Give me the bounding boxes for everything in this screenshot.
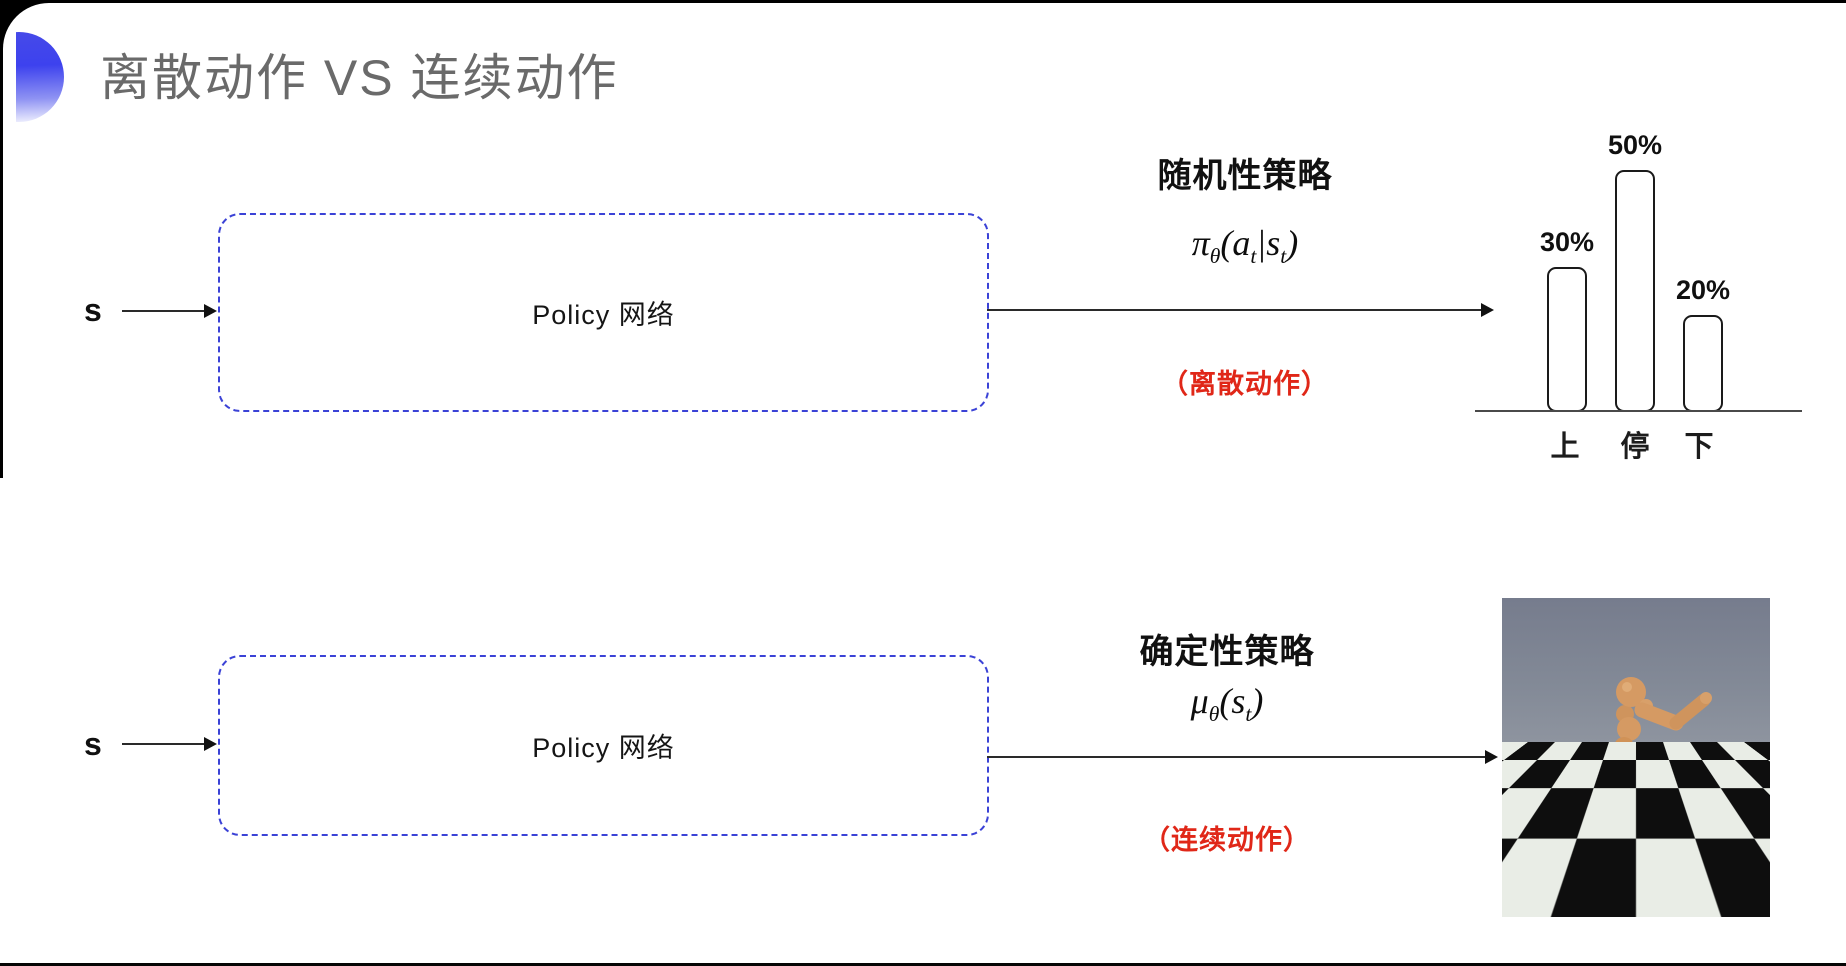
bottom-output-arrow <box>987 750 1498 764</box>
category-label-up: 上 <box>1550 431 1580 463</box>
formula-symbol-sub: θ <box>1209 244 1221 269</box>
deterministic-policy-formula: μθ(st) <box>1072 680 1382 727</box>
bar-stop <box>1615 170 1655 412</box>
action-probability-bar-chart: 30% 50% 20% 上 停 下 <box>1475 105 1805 465</box>
bottom-state-input-label: s <box>84 726 102 762</box>
formula-arg2-sub: t <box>1280 244 1287 269</box>
formula-close: ) <box>1286 223 1299 263</box>
top-policy-network-label: Policy 网络 <box>532 300 675 330</box>
stochastic-policy-formula: πθ(at|st) <box>1090 222 1400 269</box>
discrete-action-note: （离散动作） <box>1161 369 1329 399</box>
bar-up <box>1547 267 1587 412</box>
formula-close: ) <box>1251 681 1264 721</box>
deterministic-policy-label: 确定性策略 <box>1139 633 1315 671</box>
formula-symbol: π <box>1191 223 1210 263</box>
humanoid-simulation-image <box>1502 598 1770 917</box>
formula-arg1: s <box>1231 681 1246 721</box>
bar-value-label: 50% <box>1607 130 1663 160</box>
formula-arg2: s <box>1266 223 1281 263</box>
category-label-down: 下 <box>1684 431 1714 463</box>
title-bullet-clip <box>16 30 66 124</box>
top-input-arrow <box>122 304 217 318</box>
formula-symbol-sub: θ <box>1208 702 1220 727</box>
formula-bar: | <box>1256 223 1267 263</box>
bar-value-label: 30% <box>1539 227 1595 257</box>
formula-symbol: μ <box>1190 681 1209 721</box>
stochastic-policy-label: 随机性策略 <box>1157 157 1333 195</box>
category-label-stop: 停 <box>1620 431 1650 463</box>
top-output-arrow <box>987 303 1494 317</box>
frame-top-edge <box>0 0 1846 3</box>
top-policy-network-box: Policy 网络 <box>218 213 989 412</box>
formula-open: ( <box>1219 681 1232 721</box>
bottom-policy-network-box: Policy 网络 <box>218 655 989 836</box>
bottom-policy-network-label: Policy 网络 <box>532 733 675 763</box>
formula-arg1-sub: t <box>1245 702 1252 727</box>
humanoid-robot-figure <box>1597 677 1712 883</box>
continuous-action-note: （连续动作） <box>1143 825 1311 855</box>
formula-arg1: a <box>1232 223 1251 263</box>
bottom-input-arrow <box>122 737 217 751</box>
formula-arg1-sub: t <box>1250 244 1257 269</box>
top-state-input-label: s <box>84 292 102 328</box>
bar-value-label: 20% <box>1675 275 1731 305</box>
chart-baseline-axis <box>1475 410 1802 412</box>
frame-left-edge <box>0 0 3 478</box>
blue-sphere-icon <box>16 32 64 122</box>
formula-open: ( <box>1220 223 1233 263</box>
frame-bottom-edge <box>0 963 1846 966</box>
bar-down <box>1683 315 1723 412</box>
page-title: 离散动作 VS 连续动作 <box>100 50 619 106</box>
